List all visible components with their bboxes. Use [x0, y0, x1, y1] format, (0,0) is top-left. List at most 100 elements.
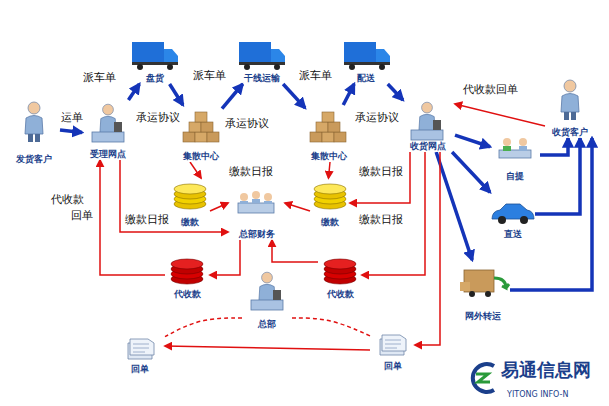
flow-label: 运单 [60, 112, 84, 124]
flow-label: 派车单 [298, 70, 333, 82]
meeting-icon [238, 191, 274, 213]
truck-icon [239, 42, 285, 70]
icon-node: 集散中心 [305, 105, 352, 162]
flow-arrow [388, 84, 403, 100]
coins-icon [171, 259, 203, 284]
flow-arrow [60, 130, 82, 133]
flow-arrow [222, 84, 243, 109]
icon-node: 收货网点 [400, 100, 455, 152]
icon-node: 自提 [490, 128, 540, 182]
car-icon [492, 204, 534, 224]
node-label: 收货网点 [409, 141, 447, 152]
office-icon [92, 104, 124, 142]
icon-node: 代收款 [318, 250, 362, 300]
coins-icon [174, 184, 206, 209]
coins-icon [324, 259, 356, 284]
flow-label: 回单 [70, 210, 94, 222]
flow-arrow [510, 138, 592, 290]
flow-arrow [165, 318, 242, 337]
icon-node: 盘货 [130, 38, 180, 84]
node-label: 回单 [130, 364, 150, 375]
flow-label: 缴款日报 [124, 214, 170, 226]
coins-icon [314, 184, 346, 209]
flow-label: 代收款 [50, 194, 85, 206]
flow-label: 承运协议 [224, 118, 270, 130]
flow-label: 缴款日报 [358, 214, 404, 226]
flow-arrow [210, 203, 228, 211]
flow-arrow [190, 162, 201, 178]
flow-arrow [329, 162, 331, 178]
office-icon [411, 102, 443, 140]
node-label: 盘货 [145, 73, 165, 84]
flow-arrow [165, 346, 370, 350]
flow-arrow [455, 135, 490, 147]
flow-label: 缴款日报 [228, 166, 274, 178]
flow-arrow [350, 152, 410, 203]
node-label: 自提 [505, 171, 525, 182]
flow-arrow [343, 84, 354, 105]
icon-node: 缴款 [170, 178, 210, 228]
flow-label: 缴款日报 [358, 166, 404, 178]
icon-node: 总部 [242, 268, 292, 330]
icon-node: 发货客户 [8, 100, 60, 165]
node-label: 网外转运 [464, 311, 502, 322]
node-label: 收货客户 [551, 127, 589, 138]
flow-arrow [128, 84, 139, 100]
flow-arrow [210, 240, 240, 275]
node-label: 回单 [383, 361, 403, 372]
flow-label: 代收款回单 [462, 84, 519, 96]
icon-node: 回单 [370, 320, 415, 372]
icon-node: 总部财务 [228, 182, 285, 240]
document-icon [380, 335, 406, 355]
node-label: 总部 [257, 319, 277, 330]
office-icon [251, 272, 283, 310]
node-label: 干线运输 [243, 73, 281, 84]
truck-icon [344, 42, 390, 70]
node-label: 总部财务 [238, 229, 276, 240]
flow-arrow [292, 318, 370, 336]
flow-arrow [415, 152, 440, 345]
icon-node: 集散中心 [180, 105, 222, 162]
van-icon [460, 270, 509, 297]
icon-node: 回单 [115, 325, 165, 375]
node-label: 代收款 [326, 289, 355, 300]
logo-text: 易通信息网 [500, 364, 592, 376]
flow-arrow [540, 138, 568, 155]
boxes-icon [310, 112, 346, 142]
icon-node: 直送 [490, 192, 535, 240]
document-icon [128, 339, 154, 359]
node-label: 发货客户 [15, 154, 53, 165]
flow-arrow [436, 152, 472, 260]
icon-node: 受理网点 [82, 100, 134, 160]
boxes-icon [183, 112, 219, 142]
shipper-icon [25, 102, 43, 142]
icon-node: 收货客户 [545, 70, 595, 138]
flow-arrow [285, 203, 310, 211]
flow-arrow [120, 160, 228, 232]
pickup-icon [499, 138, 531, 158]
flow-arrow [170, 84, 183, 105]
flow-arrow [452, 152, 490, 192]
node-label: 缴款 [320, 217, 340, 228]
truck-icon [132, 42, 178, 70]
flow-arrow [535, 138, 580, 214]
flow-arrow [455, 104, 545, 126]
icon-node: 配送 [340, 38, 392, 84]
receiver-icon [561, 80, 579, 120]
flow-label: 承运协议 [135, 112, 181, 124]
icon-node: 缴款 [310, 178, 350, 228]
node-label: 受理网点 [89, 149, 127, 160]
node-label: 代收款 [173, 289, 202, 300]
flow-label: 承运协议 [354, 112, 400, 124]
node-label: 配送 [356, 73, 376, 84]
node-label: 缴款 [180, 217, 200, 228]
flow-label: 派车单 [82, 72, 117, 84]
flow-label: 派车单 [192, 70, 227, 82]
icon-node: 代收款 [165, 250, 210, 300]
flow-arrow [272, 240, 318, 262]
icon-node: 网外转运 [455, 260, 510, 322]
node-label: 直送 [503, 229, 523, 240]
